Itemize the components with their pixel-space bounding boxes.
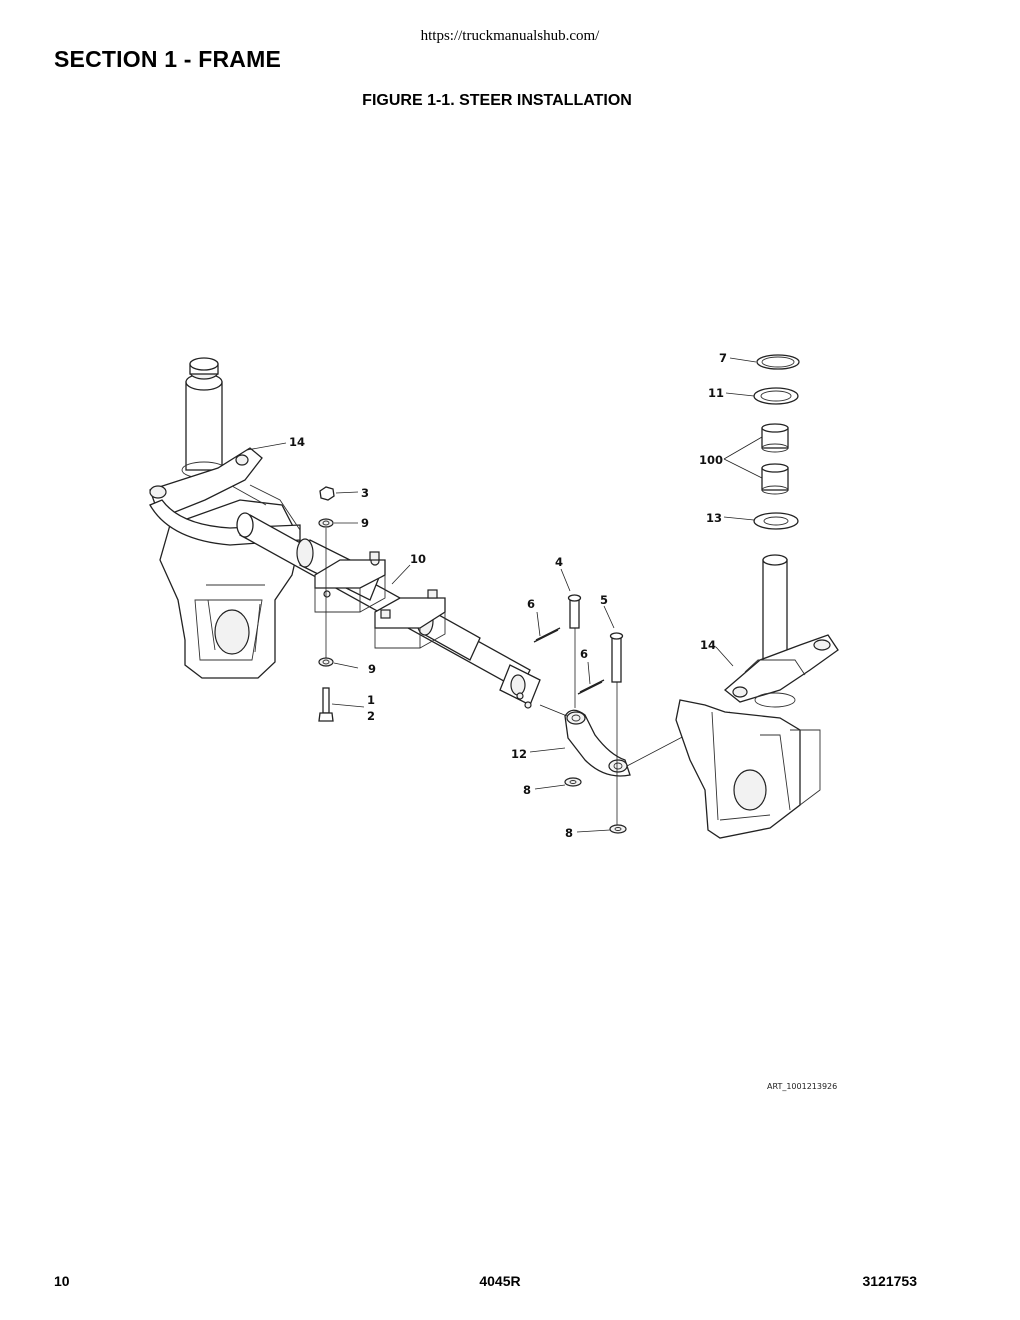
callout-7: 7 [719, 351, 727, 365]
callout-2: 2 [367, 709, 375, 723]
source-url: https://truckmanualshub.com/ [420, 28, 600, 44]
leader-lines [246, 357, 763, 833]
document-number: 3121753 [862, 1273, 917, 1289]
pins [533, 594, 627, 834]
callout-13: 13 [706, 511, 722, 525]
callout-14-left: 14 [289, 435, 305, 449]
left-hardware [318, 486, 335, 722]
callout-9-bottom: 9 [368, 662, 376, 676]
callout-11: 11 [708, 386, 724, 400]
callout-12: 12 [511, 747, 527, 761]
callout-6-left: 6 [527, 597, 535, 611]
callout-5: 5 [600, 593, 608, 607]
right-spindle-assembly [675, 354, 839, 839]
art-number: ART_1001213926 [767, 1082, 837, 1091]
steering-link [539, 704, 731, 777]
callout-8-bottom: 8 [565, 826, 573, 840]
callout-10: 10 [410, 552, 426, 566]
section-title: SECTION 1 - FRAME [54, 46, 282, 72]
callout-100: 100 [699, 453, 723, 467]
callout-4: 4 [555, 555, 563, 569]
figure-title: FIGURE 1-1. STEER INSTALLATION [362, 92, 632, 109]
callout-6-right: 6 [580, 647, 588, 661]
callout-9-top: 9 [361, 516, 369, 530]
model-number: 4045R [479, 1273, 521, 1289]
axle-clamp-blocks [314, 551, 446, 649]
left-spindle-assembly [149, 357, 301, 679]
callout-3: 3 [361, 486, 369, 500]
callout-8-left: 8 [523, 783, 531, 797]
page-number: 10 [54, 1273, 70, 1289]
callout-1: 1 [367, 693, 375, 707]
callout-14-right: 14 [700, 638, 716, 652]
